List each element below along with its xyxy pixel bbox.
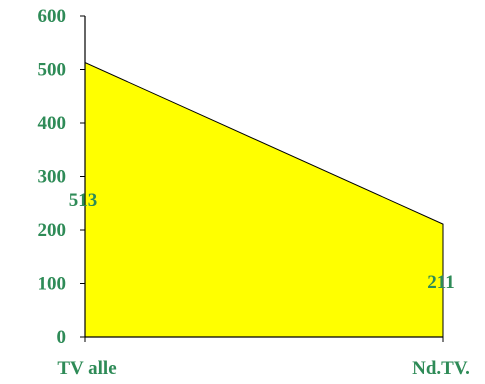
y-tick-label: 600 [38,6,67,27]
y-tick-label: 100 [38,274,67,295]
y-tick-label: 0 [57,327,67,348]
y-tick-label: 500 [38,60,67,81]
plot-area [84,61,444,338]
y-tick-label: 300 [38,167,67,188]
area-series [84,61,444,338]
data-label: 513 [69,190,98,211]
data-labels: 513 211 [69,190,455,293]
y-tick-label: 400 [38,113,67,134]
data-label: 211 [427,272,454,293]
x-tick-label: TV alle [57,358,116,379]
tick-labels: 0 100 200 300 400 500 600 TV alle Nd.TV. [38,6,470,379]
y-tick-label: 200 [38,220,67,241]
x-tick-label: Nd.TV. [412,358,470,379]
